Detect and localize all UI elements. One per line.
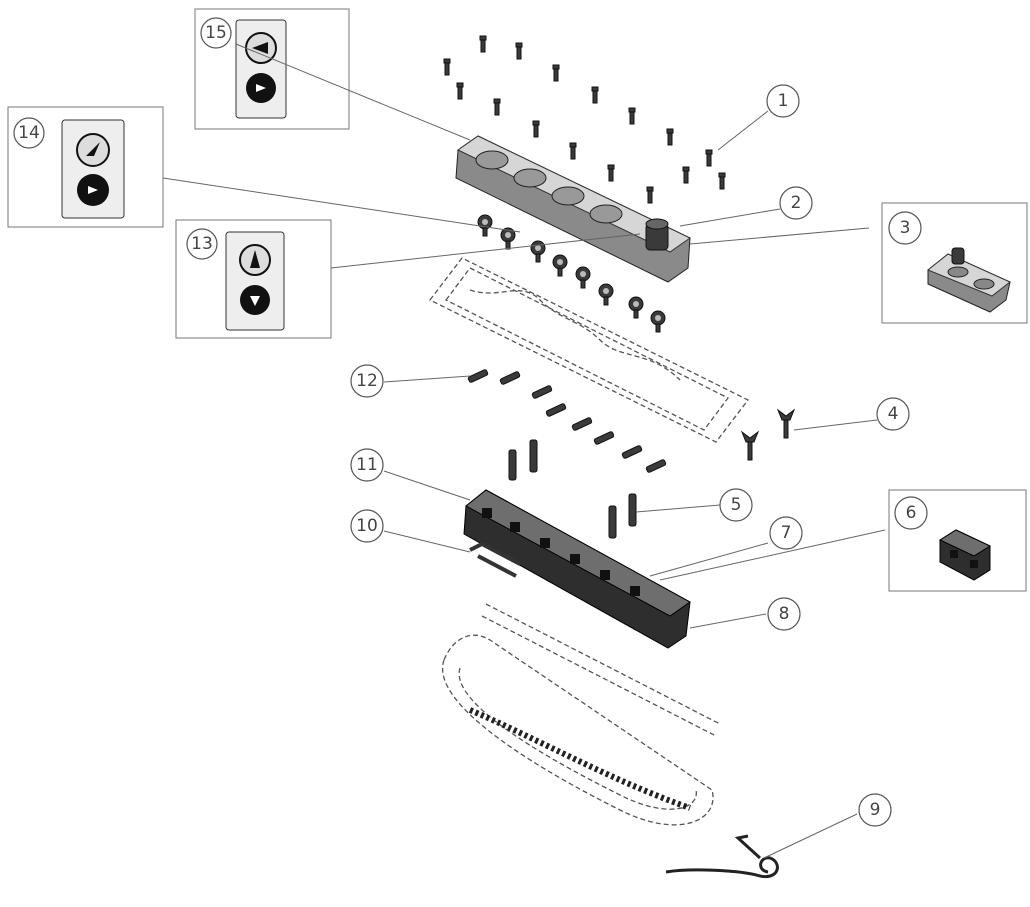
- callout-9: 9: [858, 793, 892, 827]
- callout-3-label: 3: [900, 218, 911, 238]
- callout-8-label: 8: [779, 604, 790, 624]
- callout-11-label: 11: [356, 455, 378, 475]
- leader-lines: [162, 43, 886, 859]
- inset-6: [888, 489, 1027, 592]
- callout-12: 12: [350, 364, 384, 398]
- callout-4: 4: [876, 397, 910, 431]
- callout-2-label: 2: [791, 193, 802, 213]
- callout-1: 1: [766, 84, 800, 118]
- callout-14-label: 14: [18, 123, 40, 143]
- callout-13-label: 13: [191, 234, 213, 254]
- callout-3: 3: [888, 211, 922, 245]
- callout-4-label: 4: [888, 404, 899, 424]
- spring-clip: [665, 834, 779, 879]
- callout-13: 13: [186, 228, 218, 260]
- callout-12-label: 12: [356, 371, 378, 391]
- terminal-block-rail: [463, 489, 691, 649]
- callout-15-label: 15: [205, 23, 227, 43]
- callout-2: 2: [779, 186, 813, 220]
- callout-9-label: 9: [870, 800, 881, 820]
- connector-pins: [467, 368, 667, 474]
- callout-15: 15: [200, 17, 232, 49]
- standoff-pins: [508, 439, 637, 539]
- callout-11: 11: [350, 448, 384, 482]
- callout-14: 14: [13, 117, 45, 149]
- callout-10: 10: [350, 509, 384, 543]
- circuit-board: [429, 257, 749, 443]
- callout-6-label: 6: [906, 503, 917, 523]
- callout-1-label: 1: [778, 91, 789, 111]
- cable-chain: [441, 603, 721, 826]
- callout-10-label: 10: [356, 516, 378, 536]
- callout-5: 5: [719, 488, 753, 522]
- callout-7: 7: [769, 516, 803, 550]
- callout-8: 8: [767, 597, 801, 631]
- wing-screws: [740, 408, 796, 461]
- callout-6: 6: [894, 496, 928, 530]
- callout-5-label: 5: [731, 495, 742, 515]
- callout-7-label: 7: [781, 523, 792, 543]
- top-cover-assembly: [443, 35, 726, 283]
